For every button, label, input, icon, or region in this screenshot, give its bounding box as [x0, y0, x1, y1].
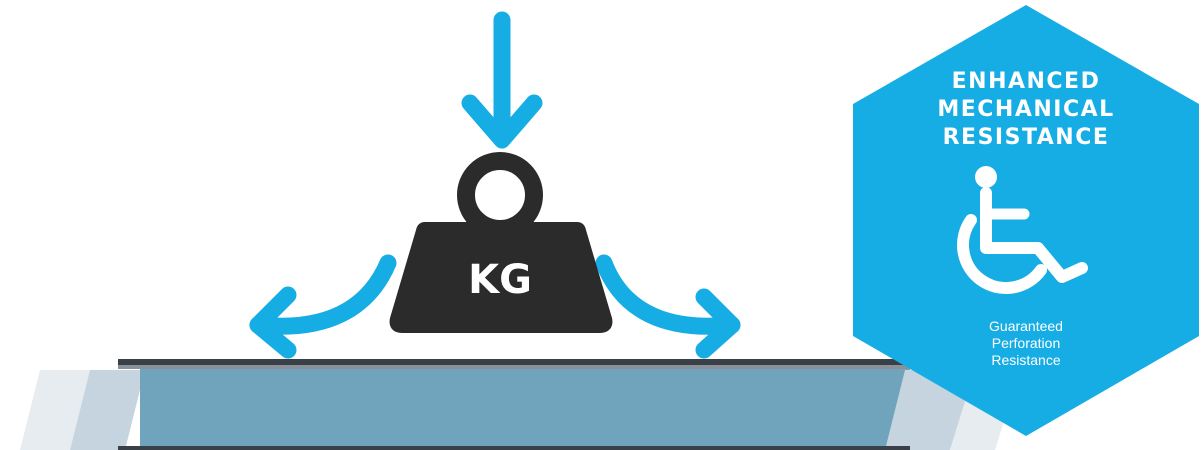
- spread-left-arrow-icon: [258, 263, 388, 350]
- badge-title-line-1: ENHANCED: [893, 68, 1159, 96]
- badge-subtitle-line-1: Guaranteed: [893, 318, 1159, 335]
- spread-right-arrow-icon: [604, 263, 732, 350]
- badge-title-line-3: RESISTANCE: [893, 124, 1159, 152]
- badge-subtitle-line-3: Resistance: [893, 352, 1159, 369]
- membrane-top-edge-shadow: [118, 365, 910, 369]
- membrane-core: [140, 368, 910, 448]
- membrane-bottom-edge: [118, 446, 910, 450]
- badge-title: ENHANCED MECHANICAL RESISTANCE: [893, 68, 1159, 152]
- membrane-top-edge: [118, 359, 910, 365]
- membrane: [20, 359, 1020, 450]
- badge-subtitle: Guaranteed Perforation Resistance: [893, 318, 1159, 369]
- down-arrow-icon: [470, 20, 534, 140]
- badge-subtitle-line-2: Perforation: [893, 335, 1159, 352]
- weight-icon: [390, 161, 613, 333]
- badge-title-line-2: MECHANICAL: [893, 96, 1159, 124]
- weight-label: KG: [430, 256, 570, 304]
